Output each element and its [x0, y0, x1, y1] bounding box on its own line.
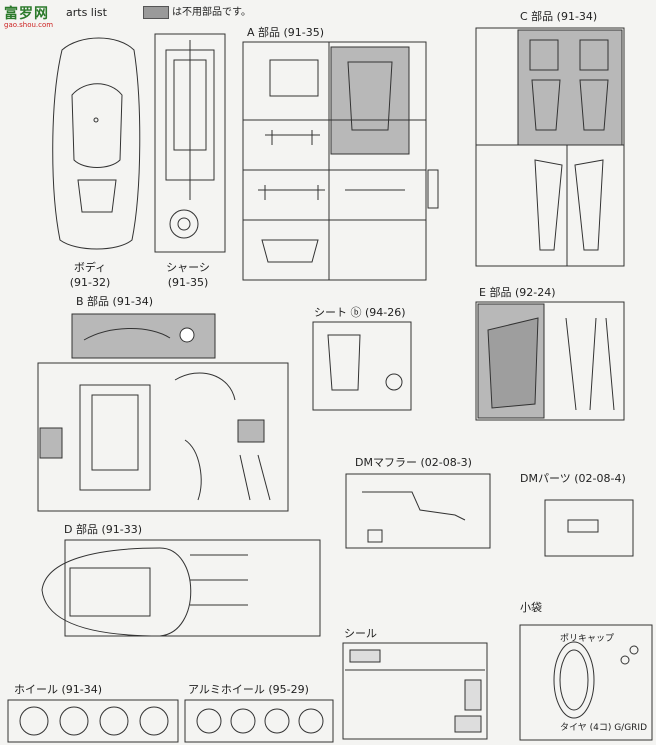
unused-parts-swatch: [143, 6, 169, 19]
body-code: (91-32): [69, 276, 111, 289]
b-parts-label: B 部品 (91-34): [76, 295, 154, 308]
chassis-drawing: [154, 33, 226, 253]
b-sprue: [37, 313, 289, 512]
c-parts-label: C 部品 (91-34): [520, 10, 598, 23]
e-sprue: [475, 301, 625, 421]
seat-sprue: [312, 321, 412, 411]
body-drawing: [52, 37, 141, 250]
chassis-name: シャーシ: [166, 261, 210, 274]
c-sprue: [475, 27, 625, 267]
polycap-label: ポリキャップ: [560, 634, 615, 644]
parts-list-title: arts list: [66, 6, 107, 19]
legend-text: は不用部品です。: [172, 7, 251, 18]
muffler-label: DMマフラー (02-08-3): [355, 456, 472, 469]
alumi-wheel-sprue: [184, 699, 334, 743]
small-bag: [519, 624, 653, 741]
sticker-sheet: [342, 642, 488, 740]
logo-text: 富罗网: [4, 6, 49, 22]
muffler-sprue: [345, 473, 491, 549]
small-bag-label: 小袋: [520, 601, 542, 614]
a-parts-label: A 部品 (91-35): [247, 26, 325, 39]
logo-url: gao.shou.com: [4, 21, 54, 29]
a-sprue: [242, 41, 439, 281]
e-parts-label: E 部品 (92-24): [479, 286, 556, 299]
d-parts-label: D 部品 (91-33): [64, 523, 143, 536]
chassis-code: (91-35): [167, 276, 209, 289]
d-sprue: [41, 539, 321, 637]
body-name: ボディ: [73, 261, 107, 274]
dm-parts-sprue: [544, 499, 634, 557]
watermark-logo: 富罗网 gao.shou.com: [4, 3, 53, 29]
alumi-wheel-label: アルミホイール (95-29): [188, 683, 309, 696]
sticker-label: シール: [344, 627, 377, 640]
dm-parts-label: DMパーツ (02-08-4): [520, 472, 626, 485]
tire-label: タイヤ (4コ) G/GRID: [560, 723, 648, 733]
seat-label: シート ⓑ (94-26): [314, 306, 406, 319]
wheel-label: ホイール (91-34): [14, 683, 103, 696]
wheel-sprue: [7, 699, 179, 743]
